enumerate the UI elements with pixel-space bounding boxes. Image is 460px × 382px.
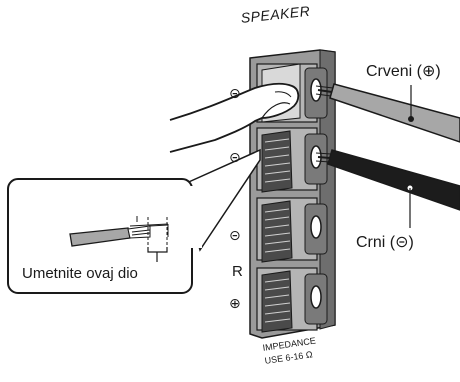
black-wire — [315, 149, 460, 228]
inset-caption: Umetnite ovaj dio — [22, 265, 138, 282]
black-wire-label: Crni (⊝) — [356, 234, 414, 251]
terminal-2 — [256, 127, 328, 193]
channel-label: R — [232, 263, 243, 280]
terminal-4-plus-sign: ⊕ — [229, 296, 241, 312]
hand-icon — [169, 82, 300, 153]
inset-box — [7, 178, 202, 294]
terminal-4 — [256, 267, 328, 333]
terminal-2-minus-sign: ⊝ — [229, 150, 241, 166]
terminal-3 — [256, 197, 328, 263]
red-wire — [315, 83, 460, 143]
terminal-3-minus-sign: ⊝ — [229, 228, 241, 244]
red-wire-label: Crveni (⊕) — [366, 63, 441, 80]
terminal-1-minus-sign: ⊝ — [229, 86, 241, 102]
